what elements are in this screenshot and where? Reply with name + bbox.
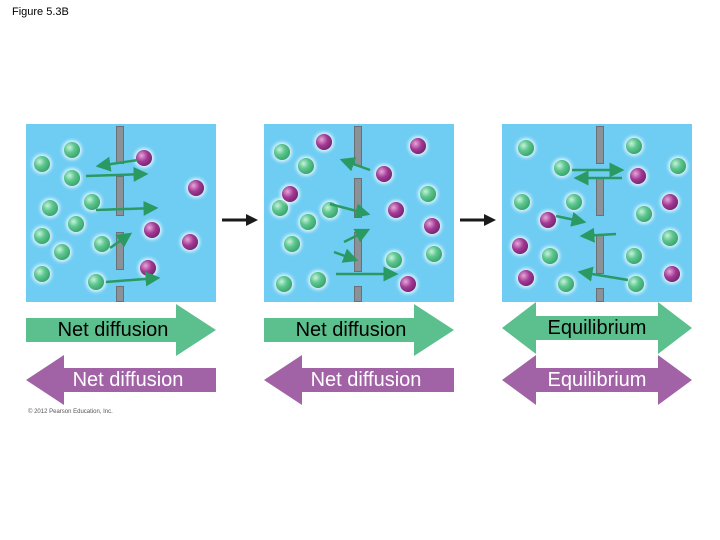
green-arrow	[85, 166, 149, 182]
green-molecule	[514, 194, 530, 210]
green-molecule	[310, 272, 326, 288]
double-arrow-icon	[502, 355, 692, 405]
purple-molecule	[188, 180, 204, 196]
green-molecule	[64, 142, 80, 158]
purple-molecule	[662, 194, 678, 210]
green-net-diffusion-arrow: Net diffusion	[26, 304, 216, 356]
purple-molecule	[316, 134, 332, 150]
green-molecule	[42, 200, 58, 216]
green-net-diffusion-arrow: Net diffusion	[264, 304, 454, 356]
purple-molecule	[410, 138, 426, 154]
panel-intermediate	[264, 124, 454, 302]
green-arrow	[333, 248, 359, 263]
green-molecule	[542, 248, 558, 264]
purple-molecule	[400, 276, 416, 292]
green-arrow	[95, 200, 159, 216]
green-molecule	[88, 274, 104, 290]
green-molecule	[298, 158, 314, 174]
green-molecule	[34, 156, 50, 172]
arrow-label: Net diffusion	[72, 368, 184, 391]
arrow-label: Net diffusion	[310, 368, 422, 391]
green-equilibrium-arrow: Equilibrium	[502, 302, 692, 354]
green-arrow	[577, 266, 629, 282]
membrane-segment	[354, 286, 362, 302]
membrane-segment	[116, 286, 124, 302]
green-molecule	[628, 276, 644, 292]
purple-molecule	[376, 166, 392, 182]
green-molecule	[386, 252, 402, 268]
purple-molecule	[182, 234, 198, 250]
green-arrow	[343, 228, 371, 244]
purple-molecule	[424, 218, 440, 234]
membrane-segment	[116, 176, 124, 216]
green-arrow	[579, 227, 617, 243]
green-molecule	[34, 228, 50, 244]
green-molecule	[68, 216, 84, 232]
purple-molecule	[540, 212, 556, 228]
right-arrow-icon	[26, 304, 216, 356]
purple-molecule	[388, 202, 404, 218]
green-molecule	[670, 158, 686, 174]
green-molecule	[636, 206, 652, 222]
purple-equilibrium-arrow: Equilibrium	[502, 355, 692, 405]
green-molecule	[566, 194, 582, 210]
step-arrow-icon	[222, 214, 258, 226]
green-molecule	[64, 170, 80, 186]
panel-arrows	[329, 157, 399, 282]
purple-molecule	[664, 266, 680, 282]
purple-molecule	[136, 150, 152, 166]
green-molecule	[94, 236, 110, 252]
purple-net-diffusion-arrow: Net diffusion	[26, 355, 216, 405]
panel-equilibrium	[502, 124, 692, 302]
purple-net-diffusion-arrow: Net diffusion	[264, 355, 454, 405]
panel-initial	[26, 124, 216, 302]
green-molecule	[518, 140, 534, 156]
purple-molecule	[630, 168, 646, 184]
green-molecule	[84, 194, 100, 210]
membrane-segment	[116, 232, 124, 270]
step-arrow-icon	[460, 214, 496, 226]
green-arrow	[105, 271, 161, 287]
green-molecule	[554, 160, 570, 176]
panel-arrows	[555, 162, 629, 282]
arrow-label: Equilibrium	[547, 368, 647, 391]
green-molecule	[34, 266, 50, 282]
copyright-notice: © 2012 Pearson Education, Inc.	[28, 409, 113, 415]
green-molecule	[420, 186, 436, 202]
green-molecule	[54, 244, 70, 260]
green-arrow	[555, 212, 587, 227]
green-molecule	[662, 230, 678, 246]
right-arrow-icon	[264, 304, 454, 356]
membrane-segment	[596, 288, 604, 302]
green-molecule	[274, 144, 290, 160]
arrow-label: Equilibrium	[547, 316, 647, 339]
panel-arrows	[85, 156, 161, 287]
green-molecule	[284, 236, 300, 252]
left-arrow-icon	[264, 355, 454, 405]
green-molecule	[426, 246, 442, 262]
green-molecule	[276, 276, 292, 292]
green-arrow	[339, 157, 371, 172]
purple-molecule	[282, 186, 298, 202]
green-arrow	[95, 156, 139, 172]
green-molecule	[558, 276, 574, 292]
arrow-label: Net diffusion	[295, 318, 407, 341]
purple-molecule	[518, 270, 534, 286]
purple-molecule	[512, 238, 528, 254]
figure-label: Figure 5.3B	[12, 6, 69, 18]
green-molecule	[626, 138, 642, 154]
green-molecule	[272, 200, 288, 216]
left-arrow-icon	[26, 355, 216, 405]
green-arrow	[329, 202, 371, 219]
arrow-label: Net diffusion	[57, 318, 169, 341]
purple-molecule	[144, 222, 160, 238]
green-molecule	[300, 214, 316, 230]
green-arrow	[109, 232, 133, 250]
membrane-segment	[596, 126, 604, 164]
double-arrow-icon	[502, 302, 692, 354]
green-molecule	[626, 248, 642, 264]
